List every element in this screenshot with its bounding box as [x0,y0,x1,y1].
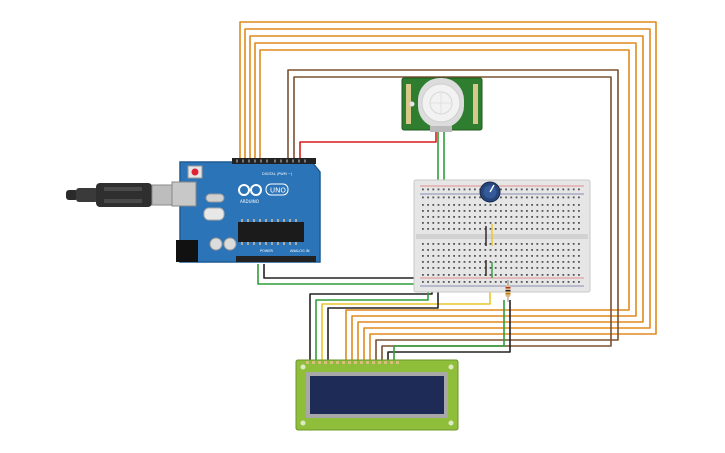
wire-brown-1[interactable] [287,69,619,360]
pir-sensor[interactable] [401,77,483,132]
power-pins-label: POWER [260,249,274,253]
arduino-logo-icon [238,184,262,196]
wire-green-lcd-2[interactable] [393,300,505,360]
resistor-icon[interactable] [505,280,511,302]
lcd-16x2-display[interactable] [295,359,459,431]
wire-black-lcd-2[interactable] [327,284,439,360]
usb-cable-icon [66,183,189,207]
wire-black-arduino[interactable] [263,264,423,279]
lcd-pin-header [306,361,399,364]
analog-pins-label: ANALOG IN [290,249,310,253]
wire-orange-3[interactable] [249,35,644,360]
wire-orange-1[interactable] [239,21,657,360]
wire-red-pir[interactable] [299,128,437,162]
fresnel-lens-icon [418,78,464,128]
arduino-brand-label: ARDUINO [240,199,259,204]
breadboard-jumpers [485,224,493,278]
breadboard-holes [422,188,580,283]
digital-pins-label: DIGITAL (PWM ~) [262,172,293,176]
wire-brown-2[interactable] [293,76,612,360]
lcd-screen [310,376,444,414]
breadboard[interactable] [413,179,591,293]
arduino-uno-board[interactable]: ARDUINO UNO DIGITAL (PWM ~) POWER ANALOG… [171,158,321,263]
wire-orange-2[interactable] [244,28,651,360]
wire-green-arduino[interactable] [257,264,427,285]
wire-black-lcd-3[interactable] [387,300,511,360]
arduino-model-label: UNO [270,187,286,195]
wires [239,21,657,360]
wire-orange-4[interactable] [254,42,637,360]
potentiometer-icon[interactable] [479,181,501,203]
wire-orange-5[interactable] [259,49,630,360]
